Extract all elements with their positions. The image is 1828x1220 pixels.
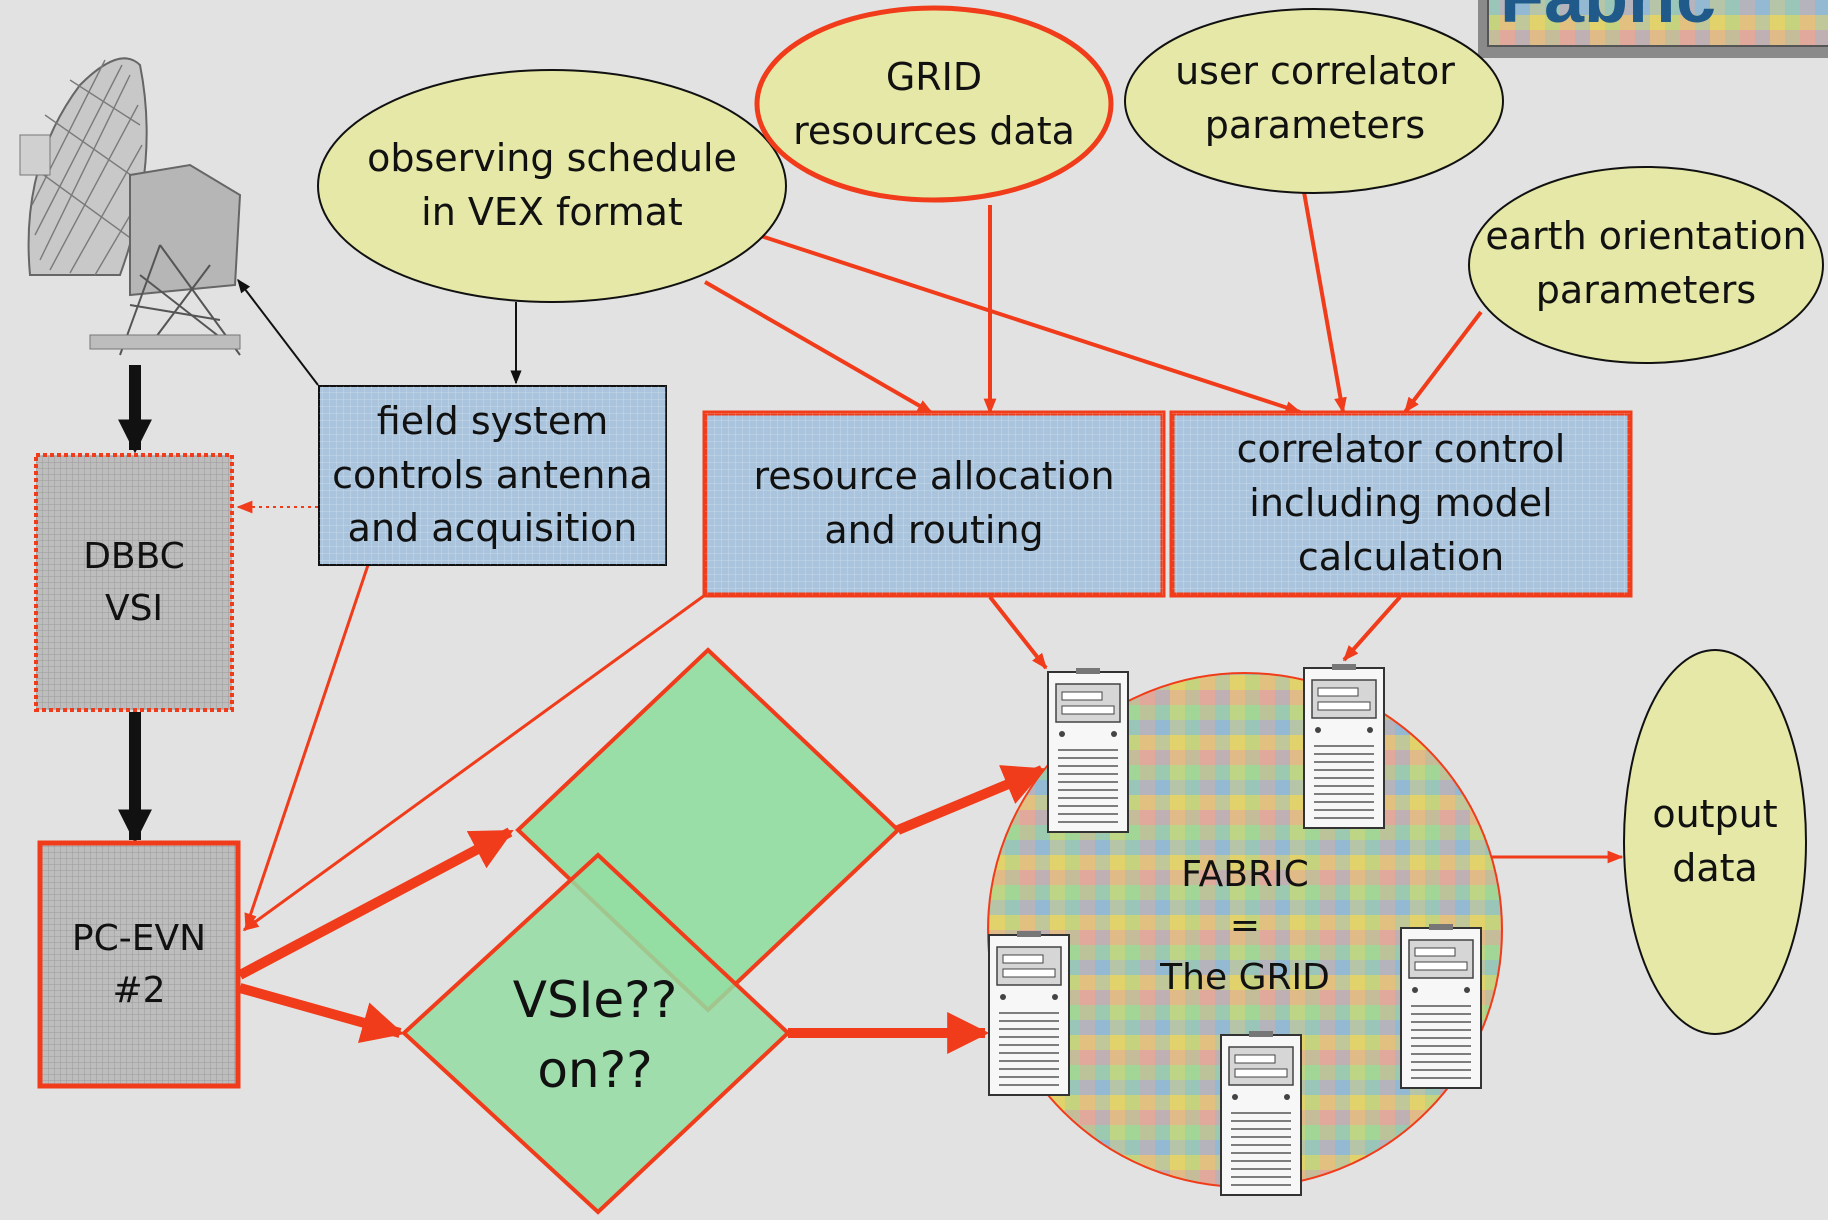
ellipse-user-correlator bbox=[1124, 8, 1504, 194]
label-user-correlator: user correlator parameters bbox=[1175, 49, 1455, 147]
label-grid-resources: GRID resources data bbox=[793, 55, 1075, 153]
diamond-vsie bbox=[401, 852, 791, 1215]
server-icon bbox=[988, 930, 1070, 1096]
label-observing-schedule: observing schedule in VEX format bbox=[367, 136, 737, 234]
server-icon bbox=[1220, 1030, 1302, 1196]
ellipse-observing-schedule bbox=[317, 69, 787, 303]
box-dbbc bbox=[34, 453, 234, 712]
radio-telescope-icon bbox=[19, 57, 242, 356]
label-dbbc: DBBC VSI bbox=[83, 536, 185, 629]
label-fabric: FABRIC = The GRID bbox=[1160, 854, 1330, 998]
label-resource-allocation: resource allocation and routing bbox=[753, 454, 1115, 552]
logo-text: Fabric bbox=[1500, 0, 1716, 38]
label-pc-evn: PC-EVN #2 bbox=[71, 918, 207, 1011]
server-icon bbox=[1047, 667, 1129, 833]
box-resource-allocation bbox=[702, 410, 1166, 598]
label-earth-orientation: earth orientation parameters bbox=[1485, 214, 1807, 312]
label-field-system: field system controls antenna and acquis… bbox=[332, 398, 653, 551]
server-icon bbox=[1400, 923, 1482, 1089]
label-correlator-control: correlator control including model calcu… bbox=[1236, 427, 1566, 579]
box-correlator-control bbox=[1169, 410, 1633, 598]
header-logo: Fabric bbox=[1478, 0, 1828, 58]
ellipse-grid-resources bbox=[754, 5, 1114, 203]
ellipse-earth-orientation bbox=[1468, 166, 1824, 364]
label-vsie: VSIe?? on?? bbox=[512, 971, 678, 1099]
label-output-data: output data bbox=[1652, 792, 1778, 890]
server-icon bbox=[1303, 663, 1385, 829]
ellipse-output-data bbox=[1623, 649, 1807, 1035]
connectors bbox=[118, 191, 1624, 1054]
box-field-system bbox=[318, 385, 667, 566]
box-pc-evn bbox=[37, 840, 241, 1089]
